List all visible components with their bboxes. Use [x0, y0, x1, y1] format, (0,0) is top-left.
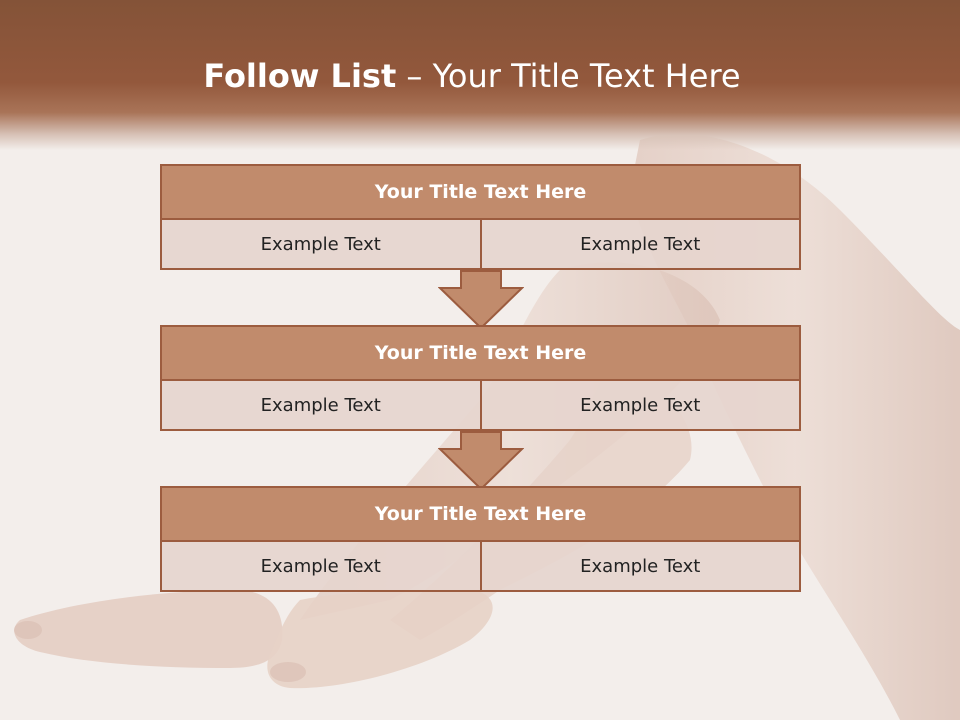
down-arrow-icon	[438, 431, 524, 491]
step-cell-left: Example Text	[160, 381, 482, 431]
header-band	[0, 0, 960, 150]
step-cell-right: Example Text	[481, 542, 801, 592]
slide-title: Follow List – Your Title Text Here	[0, 52, 944, 100]
slide-title-bold: Follow List	[203, 57, 397, 95]
step-row: Example Text Example Text	[160, 381, 801, 431]
step-row: Example Text Example Text	[160, 542, 801, 592]
step-title: Your Title Text Here	[160, 486, 801, 542]
step-cell-right: Example Text	[481, 220, 801, 270]
down-arrow-icon	[438, 270, 524, 330]
list-step-2: Your Title Text Here Example Text Exampl…	[160, 325, 801, 431]
step-cell-left: Example Text	[160, 542, 482, 592]
list-step-1: Your Title Text Here Example Text Exampl…	[160, 164, 801, 270]
step-title: Your Title Text Here	[160, 164, 801, 220]
slide-title-rest: – Your Title Text Here	[396, 57, 741, 95]
step-cell-right: Example Text	[481, 381, 801, 431]
step-title: Your Title Text Here	[160, 325, 801, 381]
step-cell-left: Example Text	[160, 220, 482, 270]
list-step-3: Your Title Text Here Example Text Exampl…	[160, 486, 801, 592]
step-row: Example Text Example Text	[160, 220, 801, 270]
